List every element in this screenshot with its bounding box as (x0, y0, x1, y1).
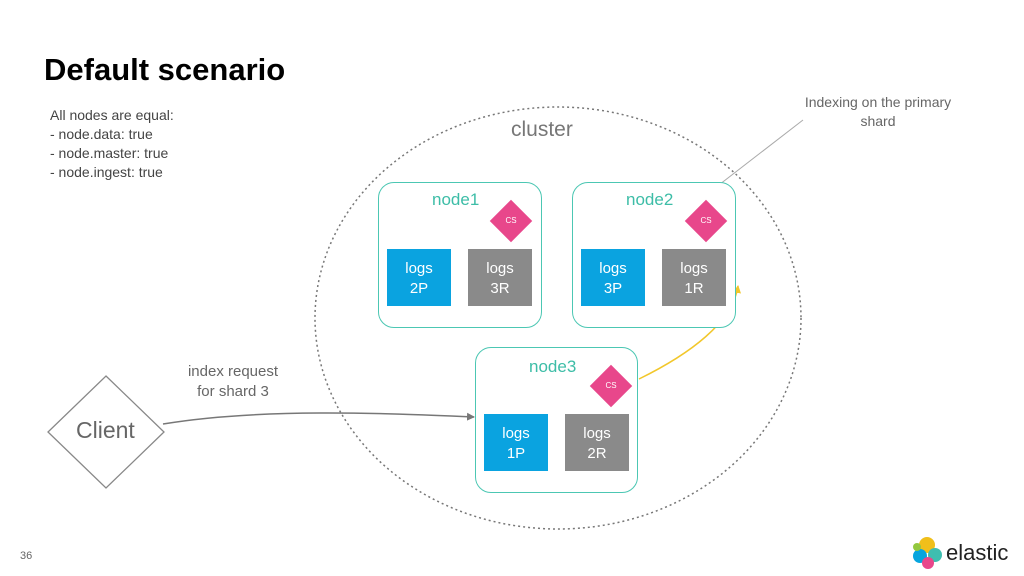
node1-label: node1 (432, 190, 480, 209)
shard-id: 1R (684, 280, 704, 297)
node-settings-notes: All nodes are equal: - node.data: true -… (50, 106, 174, 182)
shard-logs-1P: logs 1P (484, 414, 548, 471)
node2-cs-label: CS (700, 216, 712, 225)
elastic-logo-text: elastic (946, 540, 1009, 565)
notes-line: All nodes are equal: (50, 107, 174, 123)
annotation-line: shard (860, 113, 896, 129)
notes-line: - node.master: true (50, 145, 169, 161)
index-request-arrow (162, 412, 475, 425)
shard-id: 1P (506, 445, 526, 462)
shard-id: 2P (409, 280, 429, 297)
index-request-label: index request for shard 3 (170, 362, 296, 402)
primary-indexing-annotation: Indexing on the primary shard (780, 93, 976, 131)
shard-logs-2P: logs 2P (387, 249, 451, 306)
cluster-boundary (314, 106, 802, 530)
node3-label: node3 (529, 357, 577, 376)
node2-label: node2 (626, 190, 674, 209)
shard-name: logs (502, 425, 530, 442)
shard-name: logs (680, 260, 708, 277)
shard-logs-2R: logs 2R (565, 414, 629, 471)
request-line: index request (187, 363, 279, 380)
shard-name: logs (599, 260, 627, 277)
elastic-logo-icon (913, 537, 942, 569)
shard-name: logs (583, 425, 611, 442)
client-diamond (47, 375, 165, 489)
cluster-label: cluster (511, 118, 573, 141)
shard-id: 3P (603, 280, 623, 297)
notes-line: - node.ingest: true (50, 164, 163, 180)
shard-logs-1R: logs 1R (662, 249, 726, 306)
slide-title: Default scenario (44, 52, 286, 87)
shard-logs-3P: logs 3P (581, 249, 645, 306)
page-number: 36 (20, 550, 33, 562)
notes-line: - node.data: true (50, 126, 153, 142)
shard-name: logs (405, 260, 433, 277)
shard-name: logs (486, 260, 514, 277)
shard-logs-3R: logs 3R (468, 249, 532, 306)
shard-id: 2R (587, 445, 607, 462)
request-line: for shard 3 (197, 383, 269, 400)
annotation-line: Indexing on the primary (804, 94, 952, 110)
shard-id: 3R (490, 280, 510, 297)
client-label: Client (76, 417, 135, 443)
node1-cs-label: CS (505, 216, 517, 225)
node3-cs-label: CS (605, 381, 617, 390)
